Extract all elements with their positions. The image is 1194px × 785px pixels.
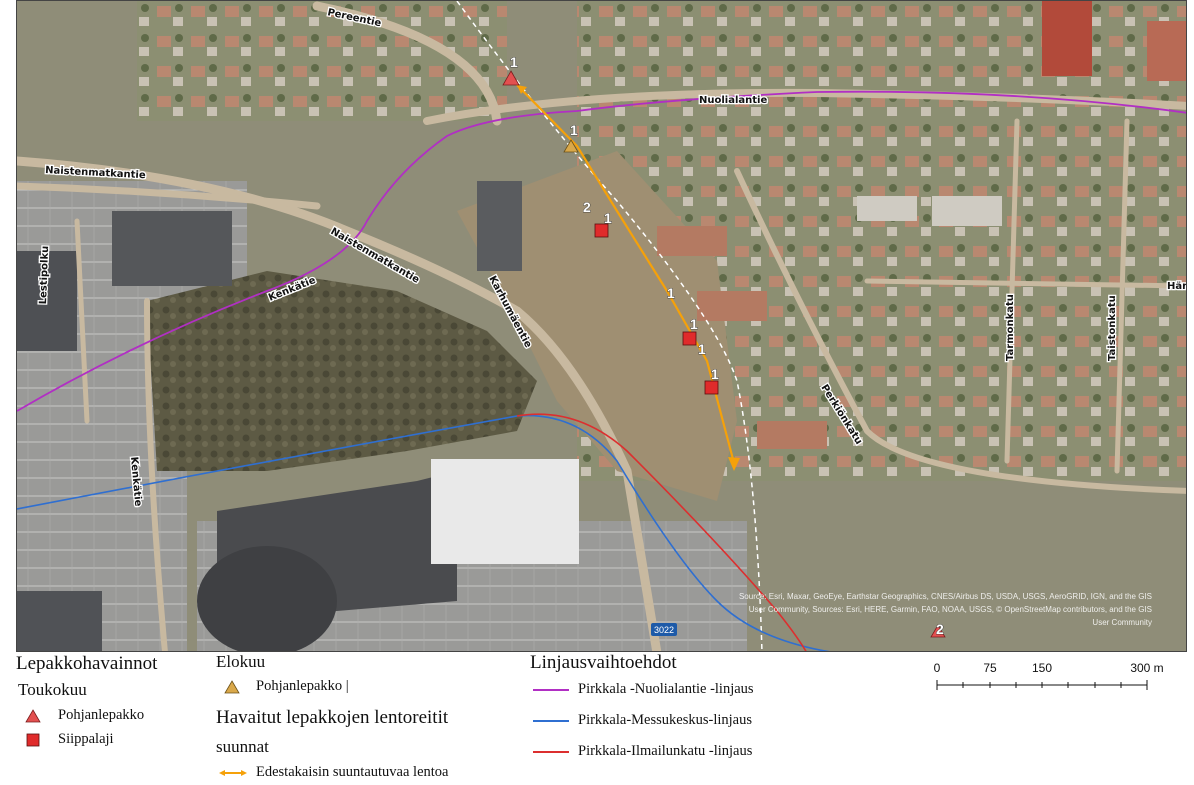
obs-count: 2 <box>583 199 591 215</box>
obs-count: 1 <box>667 285 675 301</box>
obs-count: 1 <box>690 316 698 332</box>
flight-arrowhead-north <box>517 85 527 94</box>
obs-count: 1 <box>510 54 518 70</box>
may-myotis-square-1[interactable] <box>594 223 609 238</box>
white-roof-building <box>431 459 579 564</box>
legend-triangle-red-icon <box>25 709 41 723</box>
scale-label-300: 300 m <box>1130 661 1163 675</box>
legend-triangle-orange-icon <box>224 680 240 694</box>
legend-august-item-northern-bat: Pohjanlepakko | <box>256 678 349 694</box>
legend-flight-title: Havaitut lepakkojen lentoreitit <box>216 707 449 728</box>
building-southwest <box>17 591 102 651</box>
may-northern-bat-triangle-south[interactable] <box>930 624 946 638</box>
legend-may-item-myotis: Siippalaji <box>58 731 114 747</box>
obs-count: 1 <box>570 122 578 138</box>
scale-label-150: 150 <box>1032 661 1052 675</box>
legend-square-red-icon <box>26 733 40 747</box>
street-label-tarmonkatu: Tarmonkatu <box>1005 294 1016 361</box>
building-a <box>857 196 917 221</box>
map-attribution-line-1: Source: Esri, Maxar, GeoEye, Earthstar G… <box>739 592 1152 601</box>
street-label-harm: Härm <box>1167 281 1187 292</box>
road-number-label: 3022 <box>654 625 674 635</box>
residential-area-north <box>137 1 507 121</box>
map-attribution-line-3: User Community <box>1092 618 1152 627</box>
orange-roof-building <box>1147 21 1186 81</box>
legend-flight-item: Edestakaisin suuntautuvaa lentoa <box>256 764 449 780</box>
bat-flight-route <box>516 84 740 471</box>
street-label-taistonkatu: Taistonkatu <box>1107 295 1118 361</box>
building-west <box>17 251 77 351</box>
legend-flight-subtitle: suunnat <box>216 737 269 756</box>
route-messukeskus[interactable] <box>17 414 837 652</box>
legend-observations-title: Lepakkohavainnot <box>16 653 158 674</box>
legend-may-item-northern-bat: Pohjanlepakko <box>58 707 145 723</box>
obs-count: 1 <box>698 341 706 357</box>
legend-route-purple-line-icon <box>533 689 569 691</box>
building-c <box>657 226 727 256</box>
scale-label-0: 0 <box>934 661 941 675</box>
red-roof-building <box>1042 1 1092 76</box>
obs-count: 1 <box>711 366 719 382</box>
building-b <box>932 196 1002 226</box>
may-northern-bat-triangle[interactable] <box>502 70 520 86</box>
legend-may-title: Toukokuu <box>18 680 87 699</box>
forest-patch <box>147 271 537 471</box>
obs-count: 1 <box>604 210 612 226</box>
legend-routes-title: Linjausvaihtoehdot <box>530 652 677 673</box>
store-roof <box>477 181 522 271</box>
route-ilmailunkatu[interactable] <box>516 413 807 652</box>
august-northern-bat-triangle[interactable] <box>563 139 579 153</box>
scale-bar: 0 75 150 300 m <box>934 661 1164 690</box>
legend-route-messukeskus: Pirkkala-Messukeskus-linjaus <box>578 712 752 728</box>
legend-august-title: Elokuu <box>216 652 266 671</box>
aerial-map[interactable]: 1 1 2 1 1 1 1 1 2 Pereentie Nuolialantie… <box>16 0 1187 652</box>
route-nuolialantie[interactable] <box>17 90 1187 412</box>
obs-count: 2 <box>936 621 944 637</box>
may-myotis-square-3[interactable] <box>704 380 719 395</box>
map-svg: 1 1 2 1 1 1 1 1 2 Pereentie Nuolialantie… <box>17 1 1187 652</box>
building-d <box>697 291 767 321</box>
may-myotis-square-2[interactable] <box>682 331 697 346</box>
warehouse-roof <box>112 211 232 286</box>
flight-arrowhead-south <box>728 457 740 471</box>
building-e <box>757 421 827 449</box>
scale-label-75: 75 <box>983 661 997 675</box>
legend-route-blue-line-icon <box>533 720 569 722</box>
street-label-nuolialantie: Nuolialantie <box>699 95 767 106</box>
road-number-badge <box>651 623 677 636</box>
arena-roof <box>197 546 337 651</box>
map-attribution-line-2: User Community, Sources: Esri, HERE, Gar… <box>749 605 1152 614</box>
street-label-lestipolku: Lestipolku <box>38 246 51 305</box>
legend-flight-arrow-icon <box>219 770 247 776</box>
legend-route-red-line-icon <box>533 751 569 753</box>
legend-route-ilmailunkatu: Pirkkala-Ilmailunkatu -linjaus <box>578 743 753 759</box>
legend-route-nuolialantie: Pirkkala -Nuolialantie -linjaus <box>578 681 754 697</box>
